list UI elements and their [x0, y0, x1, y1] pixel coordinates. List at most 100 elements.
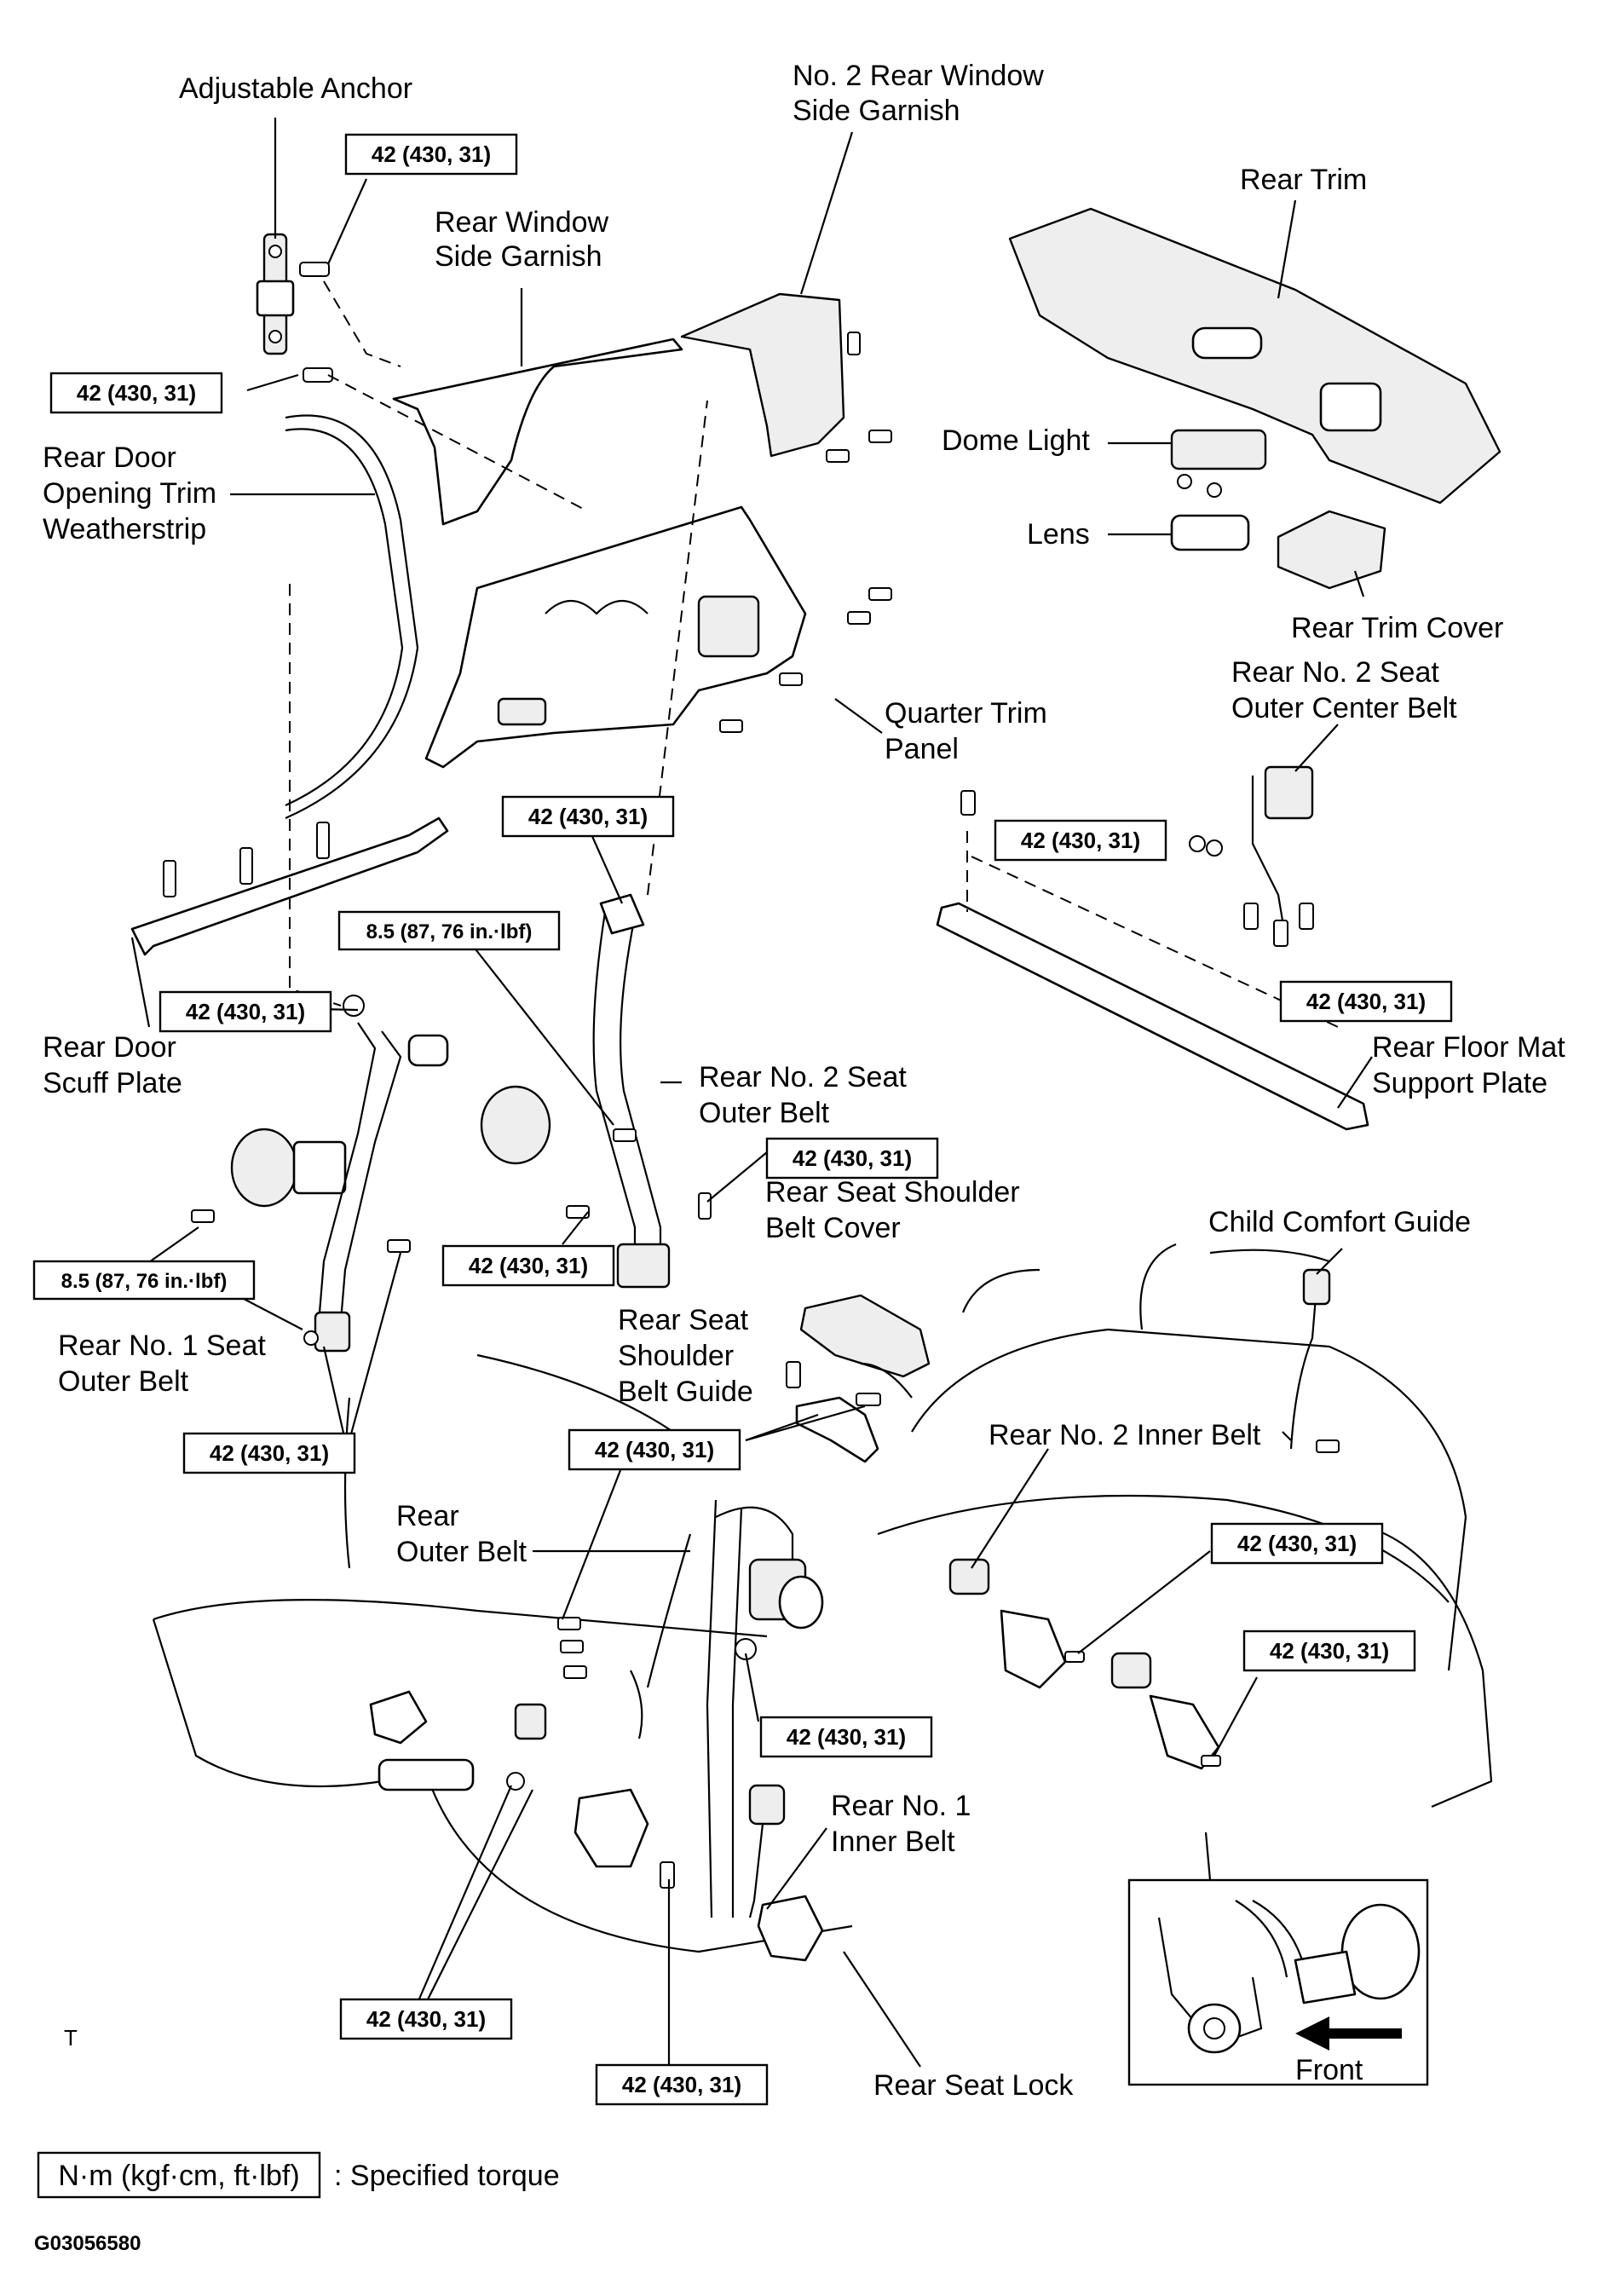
torque-specs: 42 (430, 31) 42 (430, 31) 42 (430, 31) 4…	[32, 133, 1453, 2106]
svg-text:42 (430, 31): 42 (430, 31)	[210, 1440, 329, 1466]
no2-rear-window-side-garnish-part	[680, 292, 845, 458]
torque-box: 42 (430, 31)	[759, 1716, 933, 1758]
label-rear-seat-shoulder-belt-guide-1: Rear Seat	[618, 1304, 749, 1336]
label-rear-no1-inner-belt-2: Inner Belt	[831, 1826, 955, 1858]
label-rear-door-opening-trim-1: Rear Door	[43, 441, 176, 474]
rear-seat-shoulder-belt-cover-part	[799, 1294, 931, 1378]
leader-lines	[130, 118, 1373, 2071]
label-rear-no2-seat-outer-belt-2: Outer Belt	[699, 1097, 830, 1129]
rear-no2-seat-outer-belt-part	[480, 893, 712, 1289]
label-rear-door-opening-trim-3: Weatherstrip	[43, 513, 206, 545]
svg-text:42 (430, 31): 42 (430, 31)	[186, 999, 305, 1024]
front-arrow-icon	[1295, 2016, 1402, 2051]
label-rear-trim-cover: Rear Trim Cover	[1291, 612, 1503, 644]
torque-box: 42 (430, 31)	[1279, 980, 1453, 1023]
label-quarter-trim-panel-1: Quarter Trim	[885, 697, 1047, 730]
label-rear-floor-mat-support-plate-2: Support Plate	[1372, 1067, 1548, 1099]
label-rear-no2-seat-outer-belt-1: Rear No. 2 Seat	[699, 1061, 907, 1093]
label-lens: Lens	[1027, 518, 1090, 551]
label-rear-door-scuff-plate-1: Rear Door	[43, 1031, 176, 1064]
svg-text:42 (430, 31): 42 (430, 31)	[469, 1253, 588, 1278]
svg-text:42 (430, 31): 42 (430, 31)	[622, 2072, 741, 2097]
svg-text:42 (430, 31): 42 (430, 31)	[1237, 1531, 1357, 1556]
label-rear-no1-inner-belt-1: Rear No. 1	[831, 1790, 971, 1822]
svg-text:42 (430, 31): 42 (430, 31)	[1306, 989, 1426, 1014]
torque-box: 42 (430, 31)	[441, 1244, 615, 1287]
svg-text:42 (430, 31): 42 (430, 31)	[372, 141, 491, 167]
torque-box: 42 (430, 31)	[1210, 1522, 1384, 1565]
label-rear-no1-seat-outer-belt-2: Outer Belt	[58, 1365, 189, 1398]
legend-unit: N·m (kgf·cm, ft·lbf)	[58, 2160, 299, 2192]
svg-text:42 (430, 31): 42 (430, 31)	[1021, 828, 1140, 853]
label-t-mark: T	[64, 2025, 78, 2051]
svg-text:42 (430, 31): 42 (430, 31)	[528, 804, 648, 829]
torque-box: 42 (430, 31)	[765, 1137, 939, 1180]
torque-box: 42 (430, 31)	[568, 1428, 741, 1471]
figure-code: G03056580	[34, 2232, 141, 2255]
svg-text:8.5 (87, 76 in.·lbf): 8.5 (87, 76 in.·lbf)	[61, 1270, 228, 1293]
label-rear-seat-shoulder-belt-guide-3: Belt Guide	[618, 1376, 753, 1408]
label-rear-seat-shoulder-belt-cover-2: Belt Cover	[765, 1212, 901, 1244]
adjustable-anchor-part	[256, 233, 333, 383]
label-rear-outer-belt-2: Outer Belt	[396, 1536, 527, 1568]
part-labels: Adjustable Anchor No. 2 Rear Window Side…	[43, 60, 1565, 2102]
label-rear-door-scuff-plate-2: Scuff Plate	[43, 1067, 182, 1099]
label-rear-floor-mat-support-plate-1: Rear Floor Mat	[1372, 1031, 1565, 1064]
rear-no2-inner-buckle-part	[1110, 1652, 1221, 1770]
label-rear-no2-inner-belt: Rear No. 2 Inner Belt	[989, 1419, 1261, 1451]
label-rear-trim: Rear Trim	[1240, 164, 1367, 196]
torque-legend: N·m (kgf·cm, ft·lbf) : Specified torque	[37, 2151, 560, 2199]
child-comfort-guide-part	[1289, 1286, 1318, 1450]
svg-text:42 (430, 31): 42 (430, 31)	[1270, 1638, 1389, 1664]
front-inset	[1127, 1878, 1429, 2086]
svg-text:42 (430, 31): 42 (430, 31)	[793, 1145, 912, 1171]
rear-seat-shoulder-belt-guide-part	[795, 1396, 879, 1463]
torque-box: 42 (430, 31)	[159, 990, 332, 1033]
svg-text:42 (430, 31): 42 (430, 31)	[787, 1724, 906, 1750]
svg-text:42 (430, 31): 42 (430, 31)	[77, 380, 196, 406]
rear-no1-inner-belt-part	[369, 1690, 824, 1962]
label-rear-window-side-garnish-2: Side Garnish	[435, 240, 602, 273]
torque-box: 42 (430, 31)	[994, 819, 1167, 862]
rear-no1-seat-outer-belt-part	[191, 995, 449, 1353]
torque-box: 42 (430, 31)	[1242, 1630, 1416, 1672]
label-child-comfort-guide: Child Comfort Guide	[1208, 1206, 1471, 1238]
torque-box: 42 (430, 31)	[49, 372, 223, 414]
label-rear-window-side-garnish-1: Rear Window	[435, 206, 609, 239]
rear-no2-seat-outer-center-belt-part	[960, 765, 1314, 947]
rear-floor-mat-support-plate-part	[936, 902, 1369, 1131]
torque-box: 42 (430, 31)	[182, 1432, 356, 1474]
torque-box: 42 (430, 31)	[595, 2063, 769, 2106]
rear-door-opening-trim-weatherstrip-part	[285, 414, 419, 820]
label-adjustable-anchor: Adjustable Anchor	[179, 72, 412, 105]
label-rear-outer-belt-1: Rear	[396, 1500, 459, 1532]
dome-light-part	[1170, 429, 1267, 470]
torque-box: 42 (430, 31)	[339, 1998, 513, 2040]
label-rear-no1-seat-outer-belt-1: Rear No. 1 Seat	[58, 1330, 266, 1362]
label-rear-seat-lock: Rear Seat Lock	[873, 2069, 1074, 2102]
label-no2-rear-window-side-garnish-2: Side Garnish	[793, 95, 960, 127]
svg-text:42 (430, 31): 42 (430, 31)	[366, 2006, 486, 2032]
svg-text:8.5 (87, 76 in.·lbf): 8.5 (87, 76 in.·lbf)	[366, 920, 533, 943]
torque-box: 42 (430, 31)	[501, 795, 675, 838]
rear-trim-cover-part	[1277, 510, 1386, 590]
label-rear-door-opening-trim-2: Opening Trim	[43, 477, 216, 510]
label-rear-seat-shoulder-belt-guide-2: Shoulder	[618, 1340, 734, 1372]
lens-part	[1170, 514, 1250, 551]
label-rear-no2-seat-outer-center-belt-1: Rear No. 2 Seat	[1231, 656, 1439, 689]
rear-window-side-garnish-part	[392, 337, 683, 526]
label-front: Front	[1295, 2054, 1363, 2086]
torque-box-small: 8.5 (87, 76 in.·lbf)	[337, 910, 561, 951]
rear-no2-inner-belt-part	[948, 1558, 1085, 1689]
label-quarter-trim-panel-2: Panel	[885, 733, 959, 765]
svg-text:42 (430, 31): 42 (430, 31)	[595, 1437, 714, 1462]
torque-box: 42 (430, 31)	[344, 133, 518, 176]
torque-box-small: 8.5 (87, 76 in.·lbf)	[32, 1260, 256, 1301]
label-rear-seat-shoulder-belt-cover-1: Rear Seat Shoulder	[765, 1176, 1020, 1209]
legend-description: : Specified torque	[334, 2160, 560, 2192]
label-dome-light: Dome Light	[942, 424, 1090, 457]
rear-outer-belt-part	[557, 1499, 824, 1918]
label-no2-rear-window-side-garnish-1: No. 2 Rear Window	[793, 60, 1044, 92]
label-rear-no2-seat-outer-center-belt-2: Outer Center Belt	[1231, 692, 1457, 724]
